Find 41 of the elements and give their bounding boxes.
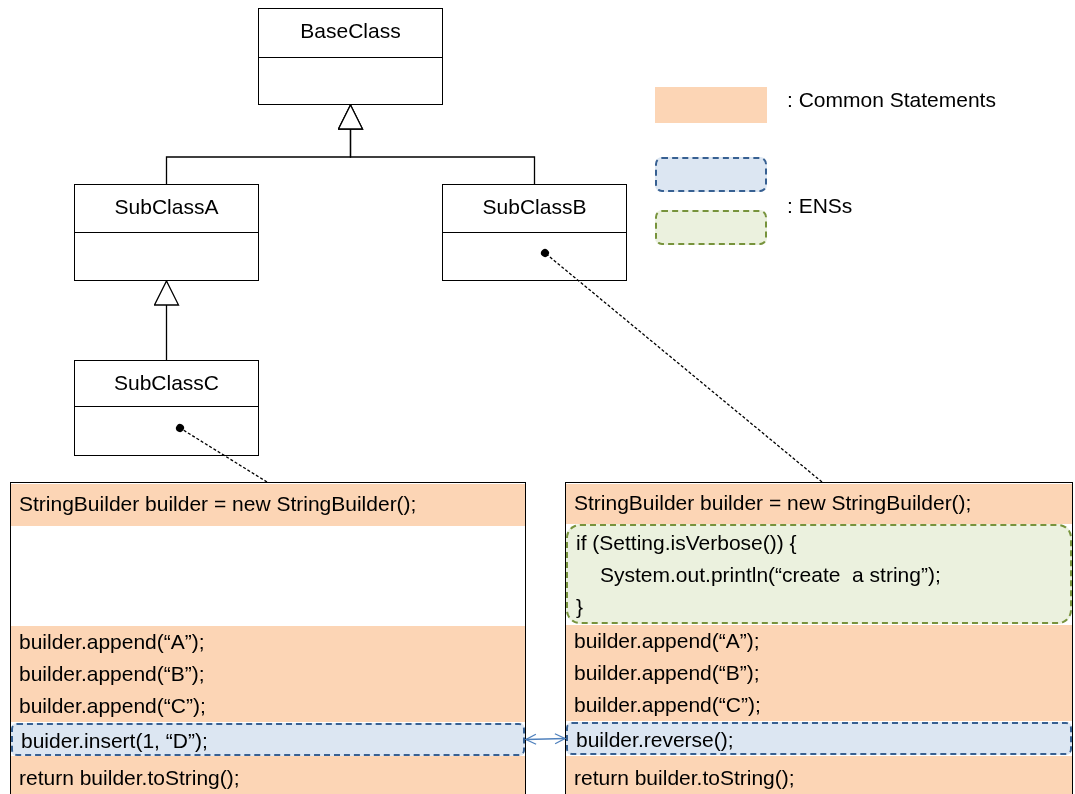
common-statement-band: [566, 484, 1072, 524]
code-panel: [10, 482, 526, 794]
legend-label: : ENSs: [787, 194, 853, 218]
common-statement-band: [566, 756, 1072, 794]
code-line: builder.reverse();: [576, 727, 734, 753]
leader-line: [541, 249, 823, 483]
code-line: builder.append(“A”);: [19, 629, 205, 655]
common-statement-band: [566, 625, 1072, 721]
ens-band: [566, 722, 1072, 755]
class-name: SubClassB: [481, 195, 588, 219]
code-line: builder.append(“B”);: [574, 660, 760, 686]
code-line: return builder.toString();: [19, 764, 240, 791]
code-line: builder.append(“C”);: [574, 692, 761, 718]
class-box: [258, 8, 443, 105]
ens-band: [566, 524, 1072, 624]
code-line: buider.insert(1, “D”);: [21, 728, 208, 754]
class-box: [442, 184, 627, 281]
inheritance-arrow: [153, 280, 180, 361]
ens-band: [11, 723, 525, 756]
code-line: return builder.toString();: [574, 764, 795, 791]
code-line: if (Setting.isVerbose()) {: [576, 530, 797, 556]
code-line: }: [576, 594, 583, 620]
inheritance-arrow: [337, 104, 536, 185]
legend-label: : Common Statements: [787, 88, 996, 112]
class-box: [74, 360, 259, 456]
double-arrow: [525, 733, 566, 745]
class-name: BaseClass: [299, 19, 402, 43]
code-line: builder.append(“A”);: [574, 628, 760, 654]
code-panel: [565, 482, 1073, 794]
code-line: StringBuilder builder = new StringBuilder();: [574, 490, 972, 516]
class-name: SubClassA: [113, 195, 220, 219]
code-line: System.out.println(“create a string”);: [600, 562, 941, 588]
code-line: builder.append(“C”);: [19, 693, 206, 719]
code-line: builder.append(“B”);: [19, 661, 205, 687]
leader-line: [176, 424, 268, 483]
common-statement-band: [11, 484, 525, 526]
class-name: SubClassC: [112, 371, 220, 395]
common-statement-band: [11, 756, 525, 794]
code-line: StringBuilder builder = new StringBuilder();: [19, 491, 417, 517]
class-box: [74, 184, 259, 281]
common-statement-band: [11, 626, 525, 722]
